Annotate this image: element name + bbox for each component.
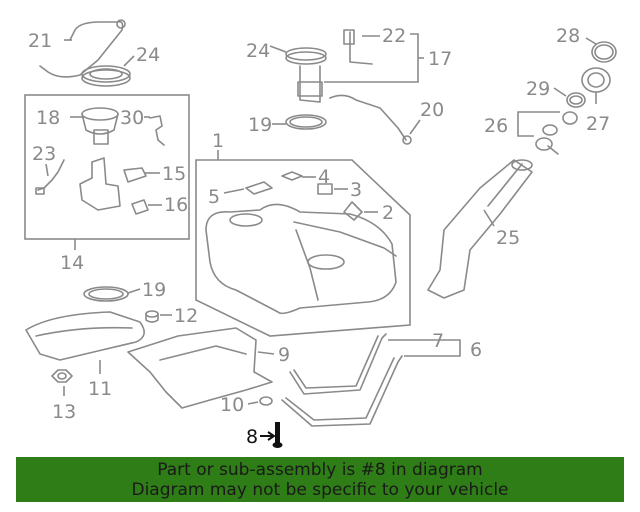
callout-12: 12 [174, 305, 198, 327]
banner-line-1: Part or sub-assembly is #8 in diagram [157, 460, 483, 480]
callout-17: 17 [428, 48, 452, 70]
callout-19-top: 19 [248, 114, 272, 136]
strap-6 [281, 355, 403, 427]
hose-20 [329, 94, 412, 145]
callout-29: 29 [526, 78, 550, 100]
callout-10: 10 [220, 394, 244, 416]
callout-16: 16 [164, 194, 188, 216]
pad-5 [245, 181, 273, 195]
callout-13: 13 [52, 401, 76, 423]
shield-9 [127, 327, 273, 409]
parts-diagram: 21 24 18 30 23 15 16 14 24 22 17 19 20 1… [24, 19, 617, 448]
bolt-8 [272, 422, 283, 448]
filler-neck-25 [427, 159, 533, 299]
callout-27: 27 [586, 113, 610, 135]
callout-18: 18 [36, 107, 60, 129]
pad-2 [343, 201, 363, 221]
callout-15: 15 [162, 163, 186, 185]
fuel-tank [205, 203, 397, 315]
callout-22: 22 [382, 25, 406, 47]
bracket-14 [79, 157, 121, 211]
sensor-30 [149, 115, 165, 146]
callout-7: 7 [432, 330, 444, 352]
callout-1: 1 [212, 130, 224, 152]
info-banner: Part or sub-assembly is #8 in diagram Di… [16, 457, 624, 502]
callout-3: 3 [350, 179, 362, 201]
pump-18 [81, 107, 119, 145]
tank-box-1 [195, 159, 411, 337]
callout-8: 8 [246, 426, 258, 448]
pad-4 [281, 171, 303, 181]
ring-28 [591, 41, 617, 63]
callout-24-center: 24 [246, 40, 270, 62]
fuel-line-21 [39, 19, 126, 78]
ring-29 [566, 92, 586, 108]
callout-23: 23 [32, 143, 56, 165]
seal-26 [535, 111, 578, 155]
cap-27 [581, 67, 611, 93]
subassembly-box-14 [24, 94, 190, 240]
callout-2: 2 [382, 202, 394, 224]
cap-12 [145, 310, 159, 323]
tray-11 [25, 311, 145, 361]
ring-24-left [81, 65, 131, 87]
callout-21: 21 [28, 30, 52, 52]
pump-module-17 [297, 29, 373, 103]
strap-7 [289, 333, 387, 395]
callout-14: 14 [60, 252, 84, 274]
filter-16 [131, 199, 149, 215]
ring-24-center [285, 47, 327, 65]
callout-5: 5 [208, 186, 220, 208]
callout-19-bottom: 19 [142, 279, 166, 301]
callout-11: 11 [88, 378, 112, 400]
callout-28: 28 [556, 25, 580, 47]
filter-15 [123, 167, 147, 183]
nut-13 [51, 369, 73, 383]
wire-23 [35, 159, 65, 195]
seal-19-top [285, 114, 327, 130]
banner-line-2: Diagram may not be specific to your vehi… [131, 480, 509, 500]
callout-24-left: 24 [136, 44, 160, 66]
clip-10 [259, 396, 273, 406]
callout-25: 25 [496, 227, 520, 249]
callout-4: 4 [318, 166, 330, 188]
callout-9: 9 [278, 344, 290, 366]
pad-3 [317, 183, 333, 195]
callout-26: 26 [484, 115, 508, 137]
callout-6: 6 [470, 339, 482, 361]
seal-19-bottom [83, 286, 129, 302]
callout-20: 20 [420, 99, 444, 121]
callout-30: 30 [120, 107, 144, 129]
